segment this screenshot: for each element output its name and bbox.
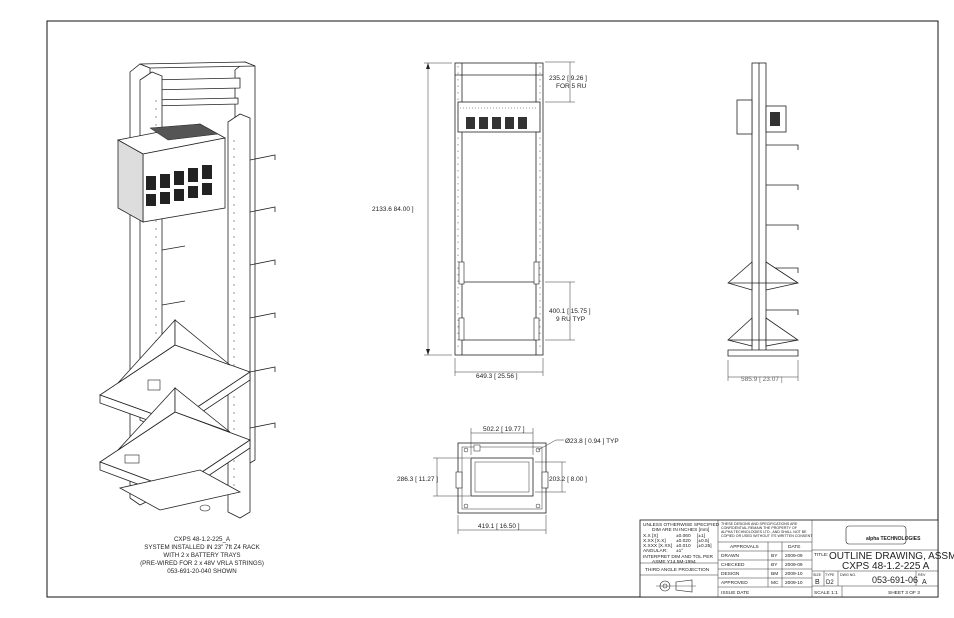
- svg-text:APPROVED: APPROVED: [721, 580, 748, 586]
- dim-plan-base: 419.1 [ 16.50 ]: [478, 523, 520, 530]
- svg-text:[±1]: [±1]: [697, 533, 705, 539]
- rack-caption: CXPS 48-1.2-225_A SYSTEM INSTALLED IN 23…: [140, 536, 264, 575]
- tb-title-line-1: OUTLINE DRAWING, ASSM,: [829, 551, 954, 562]
- dim-hole: Ø23.8 [ 0.94 ] TYP: [565, 438, 619, 445]
- dim-plan-inner-width: 502.2 [ 19.77 ]: [483, 426, 525, 433]
- svg-text:REV: REV: [918, 573, 926, 577]
- isometric-rack-view: [99, 61, 276, 519]
- dim-front-width: 649.3 [ 25.56 ]: [476, 373, 518, 380]
- tb-logo-text: alpha TECHNOLOGIES: [866, 536, 921, 542]
- svg-text:ALPHA TECHNOLOGIES LTD., AND S: ALPHA TECHNOLOGIES LTD., AND SHALL NOT B…: [721, 530, 807, 534]
- svg-text:X.X [X]: X.X [X]: [643, 533, 658, 539]
- svg-text:SYSTEM INSTALLED IN 23" 7ft Z4: SYSTEM INSTALLED IN 23" 7ft Z4 RACK: [144, 544, 260, 551]
- svg-text:±1°: ±1°: [676, 548, 683, 554]
- svg-text:CONFIDENTIAL REMAIN THE PROPER: CONFIDENTIAL REMAIN THE PROPERTY OF: [721, 526, 798, 530]
- dim-side-depth: 585.9 [ 23.07 ]: [741, 376, 783, 383]
- svg-text:TYPE: TYPE: [825, 573, 835, 577]
- svg-text:MC: MC: [771, 580, 779, 586]
- svg-text:CHECKED: CHECKED: [721, 562, 745, 568]
- dim-top-ru: 235.2 [ 9.26 ]: [549, 75, 587, 82]
- tb-date-header: DATE: [788, 544, 800, 550]
- plan-view: [433, 428, 566, 534]
- tb-tolerance-units: DIM ARE IN INCHES [mm]: [652, 527, 709, 533]
- svg-text:X.XXX [X.XX]: X.XXX [X.XX]: [643, 543, 672, 549]
- dim-bottom-ru: 400.1 [ 15.75 ]: [549, 308, 591, 315]
- tb-issue-date: ISSUE DATE: [721, 590, 749, 596]
- svg-text:[±0.25]: [±0.25]: [697, 543, 712, 549]
- svg-text:2009-10: 2009-10: [785, 571, 803, 577]
- tb-type: D2: [826, 580, 834, 586]
- dim-plan-right: 203.2 [ 8.00 ]: [549, 476, 587, 483]
- tb-rev: A: [922, 579, 927, 586]
- front-elevation-view: [424, 61, 575, 376]
- tb-standard-ref: ASME Y14.5M-1994: [652, 559, 696, 565]
- svg-text:DRAWN: DRAWN: [721, 553, 739, 559]
- dim-plan-depth: 286.3 [ 11.27 ]: [397, 476, 438, 483]
- svg-text:053-691-20-040 SHOWN: 053-691-20-040 SHOWN: [167, 568, 236, 575]
- svg-text:DWG NO.: DWG NO.: [840, 573, 856, 577]
- dim-bottom-ru-note: 9 RU TYP: [556, 316, 585, 323]
- svg-text:DESIGN: DESIGN: [721, 571, 740, 577]
- svg-text:[±0.5]: [±0.5]: [697, 538, 709, 544]
- svg-text:BY: BY: [771, 553, 778, 559]
- tb-standard: INTERPRET DIM AND TOL PER: [643, 554, 713, 560]
- svg-text:2009-10: 2009-10: [785, 580, 803, 586]
- svg-text:BM: BM: [771, 571, 778, 577]
- svg-text:(PRE-WIRED FOR 2 x 48V VRLA ST: (PRE-WIRED FOR 2 x 48V VRLA STRINGS): [140, 560, 264, 567]
- svg-text:2009-09: 2009-09: [785, 562, 803, 568]
- svg-text:THESE DESIGNS AND SPECIFICATIO: THESE DESIGNS AND SPECIFICATIONS ARE: [721, 522, 798, 526]
- tb-projection: THIRD ANGLE PROJECTION: [645, 567, 710, 573]
- third-angle-projection-icon: [656, 579, 696, 593]
- svg-text:±0.060: ±0.060: [676, 533, 691, 539]
- svg-text:±0.010: ±0.010: [676, 543, 691, 549]
- svg-text:SIZE: SIZE: [813, 573, 822, 577]
- svg-text:ANGULAR:: ANGULAR:: [643, 548, 668, 554]
- svg-text:BY: BY: [771, 562, 778, 568]
- dim-height: 2133.6 84.00 ]: [372, 206, 414, 213]
- svg-text:WITH 2 x BATTERY TRAYS: WITH 2 x BATTERY TRAYS: [163, 552, 240, 559]
- svg-text:X.XX [X.X]: X.XX [X.X]: [643, 538, 666, 544]
- svg-text:2009-09: 2009-09: [785, 553, 803, 559]
- tb-dwg-no: 053-691-06: [872, 575, 918, 585]
- tb-sheet: SHEET 3 OF 3: [888, 590, 920, 596]
- tb-scale: SCALE 1:1: [814, 590, 838, 596]
- tb-approvals-header: APPROVALS: [730, 544, 759, 550]
- title-block: [639, 519, 939, 598]
- tb-title-label: TITLE:: [814, 552, 828, 558]
- tb-size: B: [815, 579, 820, 586]
- dim-top-ru-note: FOR 5 RU: [556, 83, 587, 90]
- svg-text:CXPS 48-1.2-225_A: CXPS 48-1.2-225_A: [174, 536, 231, 543]
- alpha-technologies-logo: [845, 525, 907, 545]
- svg-text:±0.020: ±0.020: [676, 538, 691, 544]
- tb-title-line-2: CXPS 48-1.2-225 A: [842, 561, 930, 572]
- svg-text:COPIED OR USED WITHOUT ITS WRI: COPIED OR USED WITHOUT ITS WRITTEN CONSE…: [721, 534, 813, 538]
- side-elevation-view: [727, 62, 800, 381]
- tb-tolerance-header: UNLESS OTHERWISE SPECIFIED: [643, 522, 720, 528]
